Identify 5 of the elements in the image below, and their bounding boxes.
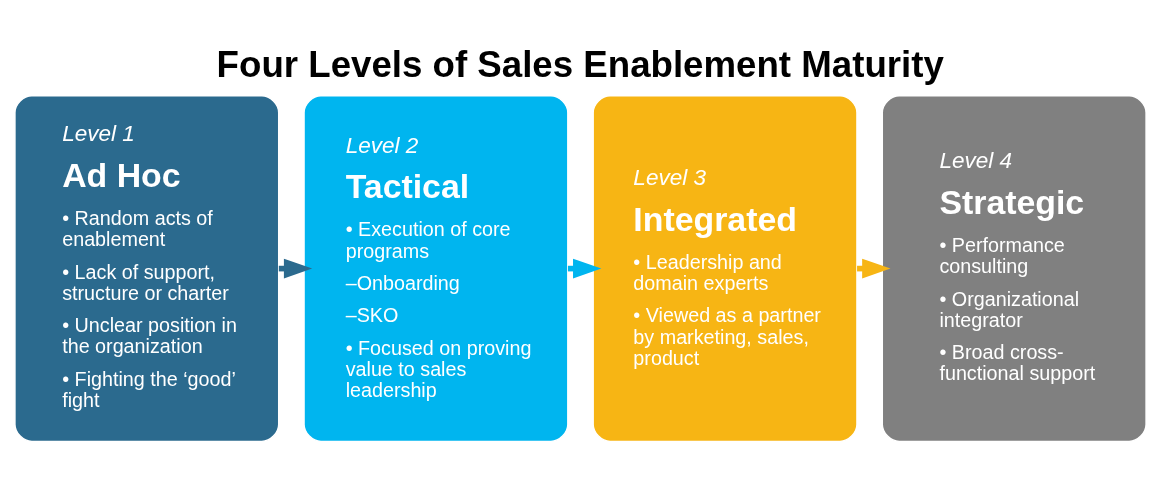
diagram-title: Four Levels of Sales Enablement Maturity (216, 44, 944, 86)
node-box: Level 4 Strategic • Performance consulting • Organizational integrator • Broad cross-functional support (881, 95, 1147, 443)
node-box: Level 1 Ad Hoc • Random acts of enablement • Lack of support, structure or charter • Unclear position in the organization • Fighting the ‘good’ fight (14, 95, 280, 443)
node-box: Level 3 Integrated • Leadership and domain experts • Viewed as a partner by marketing, sales, product (592, 95, 858, 443)
node-box: Level 2 Tactical • Execution of core programs –Onboarding –SKO • Focused on proving value to sales leadership (303, 95, 569, 443)
